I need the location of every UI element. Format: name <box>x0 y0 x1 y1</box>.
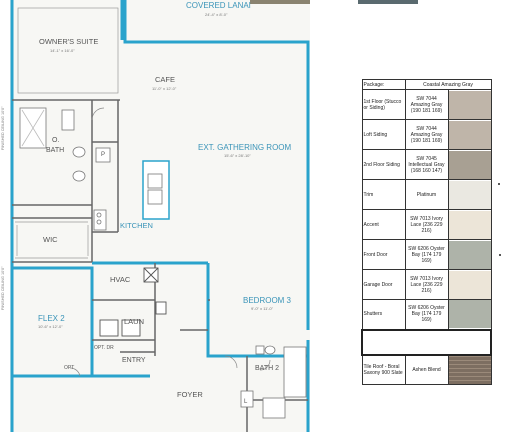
schedule-row-swatch <box>447 269 492 300</box>
bullet-dot <box>498 183 500 185</box>
gathering-room-label: EXT. GATHERING ROOM <box>198 143 292 152</box>
schedule-roof-value: Ashen Blend <box>404 354 449 385</box>
schedule-row-label: Shutters <box>361 299 406 330</box>
foyer-label: FOYER <box>177 390 203 399</box>
schedule-row-label: Accent <box>361 209 406 240</box>
schedule-roof-swatch <box>447 354 492 385</box>
schedule-row-value: SW 7013 Ivory Lace (236 229 216) <box>404 209 449 240</box>
pantry-label: P <box>101 152 105 158</box>
covered-lanai-label: COVERED LANAI <box>186 1 251 10</box>
exterior-color-schedule: Package: Coastal Amazing Gray 1st Floor … <box>361 79 492 385</box>
schedule-blank-cell <box>361 328 492 356</box>
exterior-walls <box>10 0 310 432</box>
schedule-row-swatch <box>447 299 492 330</box>
schedule-row-swatch <box>447 209 492 240</box>
exterior-photo-strip <box>250 0 310 4</box>
schedule-row-label: Garage Door <box>361 269 406 300</box>
flex2-dim: 10'-6" x 12'-0" <box>38 324 63 329</box>
opt-dr-label: OPT. DR <box>94 345 114 351</box>
schedule-roof-row: Tile Roof - Boral Saxony 900 Slate Ashen… <box>361 354 492 385</box>
schedule-row-value: SW 6206 Oyster Bay (174 179 169) <box>404 299 449 330</box>
schedule-row-value: SW 7044 Amazing Gray (190 181 169) <box>404 89 449 120</box>
cafe-label: CAFE <box>155 75 175 84</box>
entry-label: ENTRY <box>122 357 146 364</box>
schedule-row-value: SW 7044 Amazing Gray (190 181 169) <box>404 119 449 150</box>
wic-shelving <box>15 7 119 259</box>
hvac-label: HVAC <box>110 275 131 284</box>
gathering-room-dim: 15'-6" x 28'-10" <box>224 153 251 158</box>
schedule-row-label: 2nd Floor Siding <box>361 149 406 180</box>
schedule-row-swatch <box>447 89 492 120</box>
kitchen-label: KITCHEN <box>120 221 153 230</box>
o-bath-label-1: O. <box>52 137 59 144</box>
bullet-dot <box>499 254 501 256</box>
schedule-row-label: 1st Floor (Stucco or Siding) <box>361 89 406 120</box>
schedule-row-value: SW 6206 Oyster Bay (174 179 169) <box>404 239 449 270</box>
owners-suite-label: OWNER'S SUITE <box>39 37 98 46</box>
schedule-row-value: SW 7045 Intellectual Gray (168 160 147) <box>404 149 449 180</box>
photo-gap <box>310 0 358 6</box>
bedroom3-label: BEDROOM 3 <box>243 296 292 305</box>
cafe-dim: 11'-0" x 12'-0" <box>152 86 177 91</box>
opt-label: OPT <box>64 365 74 371</box>
hvac-unit <box>99 267 167 337</box>
flex2-label: FLEX 2 <box>38 314 65 323</box>
laun-label: LAUN <box>124 317 144 326</box>
kitchen-counters <box>93 173 163 231</box>
door-swings <box>69 107 271 377</box>
schedule-row-swatch <box>447 119 492 150</box>
schedule-row: 1st Floor (Stucco or Siding)SW 7044 Amaz… <box>361 89 492 120</box>
interior-walls <box>12 99 308 432</box>
schedule-row-value: SW 7013 Ivory Lace (236 229 216) <box>404 269 449 300</box>
side-label-lower: FINISHED CEILING 10'0" <box>1 266 5 310</box>
linen-label: L <box>244 399 248 405</box>
schedule-row-swatch <box>447 149 492 180</box>
wic-label: WIC <box>43 235 58 244</box>
owners-suite-dim: 14'-1" x 16'-0" <box>50 48 75 53</box>
o-bath-label-2: BATH <box>46 147 64 154</box>
bedroom3-dim: 9'-0" x 11'-0" <box>251 306 274 311</box>
bath-fixtures <box>19 107 307 419</box>
schedule-header-value: Coastal Amazing Gray <box>404 79 492 90</box>
schedule-roof-label: Tile Roof - Boral Saxony 900 Slate <box>361 354 406 385</box>
covered-lanai-dim: 24'-4" x 8'-0" <box>205 12 228 17</box>
bath2-label: BATH 2 <box>255 365 279 372</box>
schedule-row-label: Trim <box>361 179 406 210</box>
schedule-row-swatch <box>447 179 492 210</box>
schedule-row-label: Front Door <box>361 239 406 270</box>
schedule-header: Package: Coastal Amazing Gray <box>361 79 492 90</box>
schedule-row-label: Loft Siding <box>361 119 406 150</box>
side-label-upper: FINISHED CEILING 10'0" <box>1 106 5 150</box>
schedule-spacer <box>361 328 492 356</box>
schedule-row-value: Platinum <box>404 179 449 210</box>
exterior-photo-strip-2 <box>358 0 418 4</box>
schedule-row-swatch <box>447 239 492 270</box>
schedule-header-label: Package: <box>361 79 406 90</box>
